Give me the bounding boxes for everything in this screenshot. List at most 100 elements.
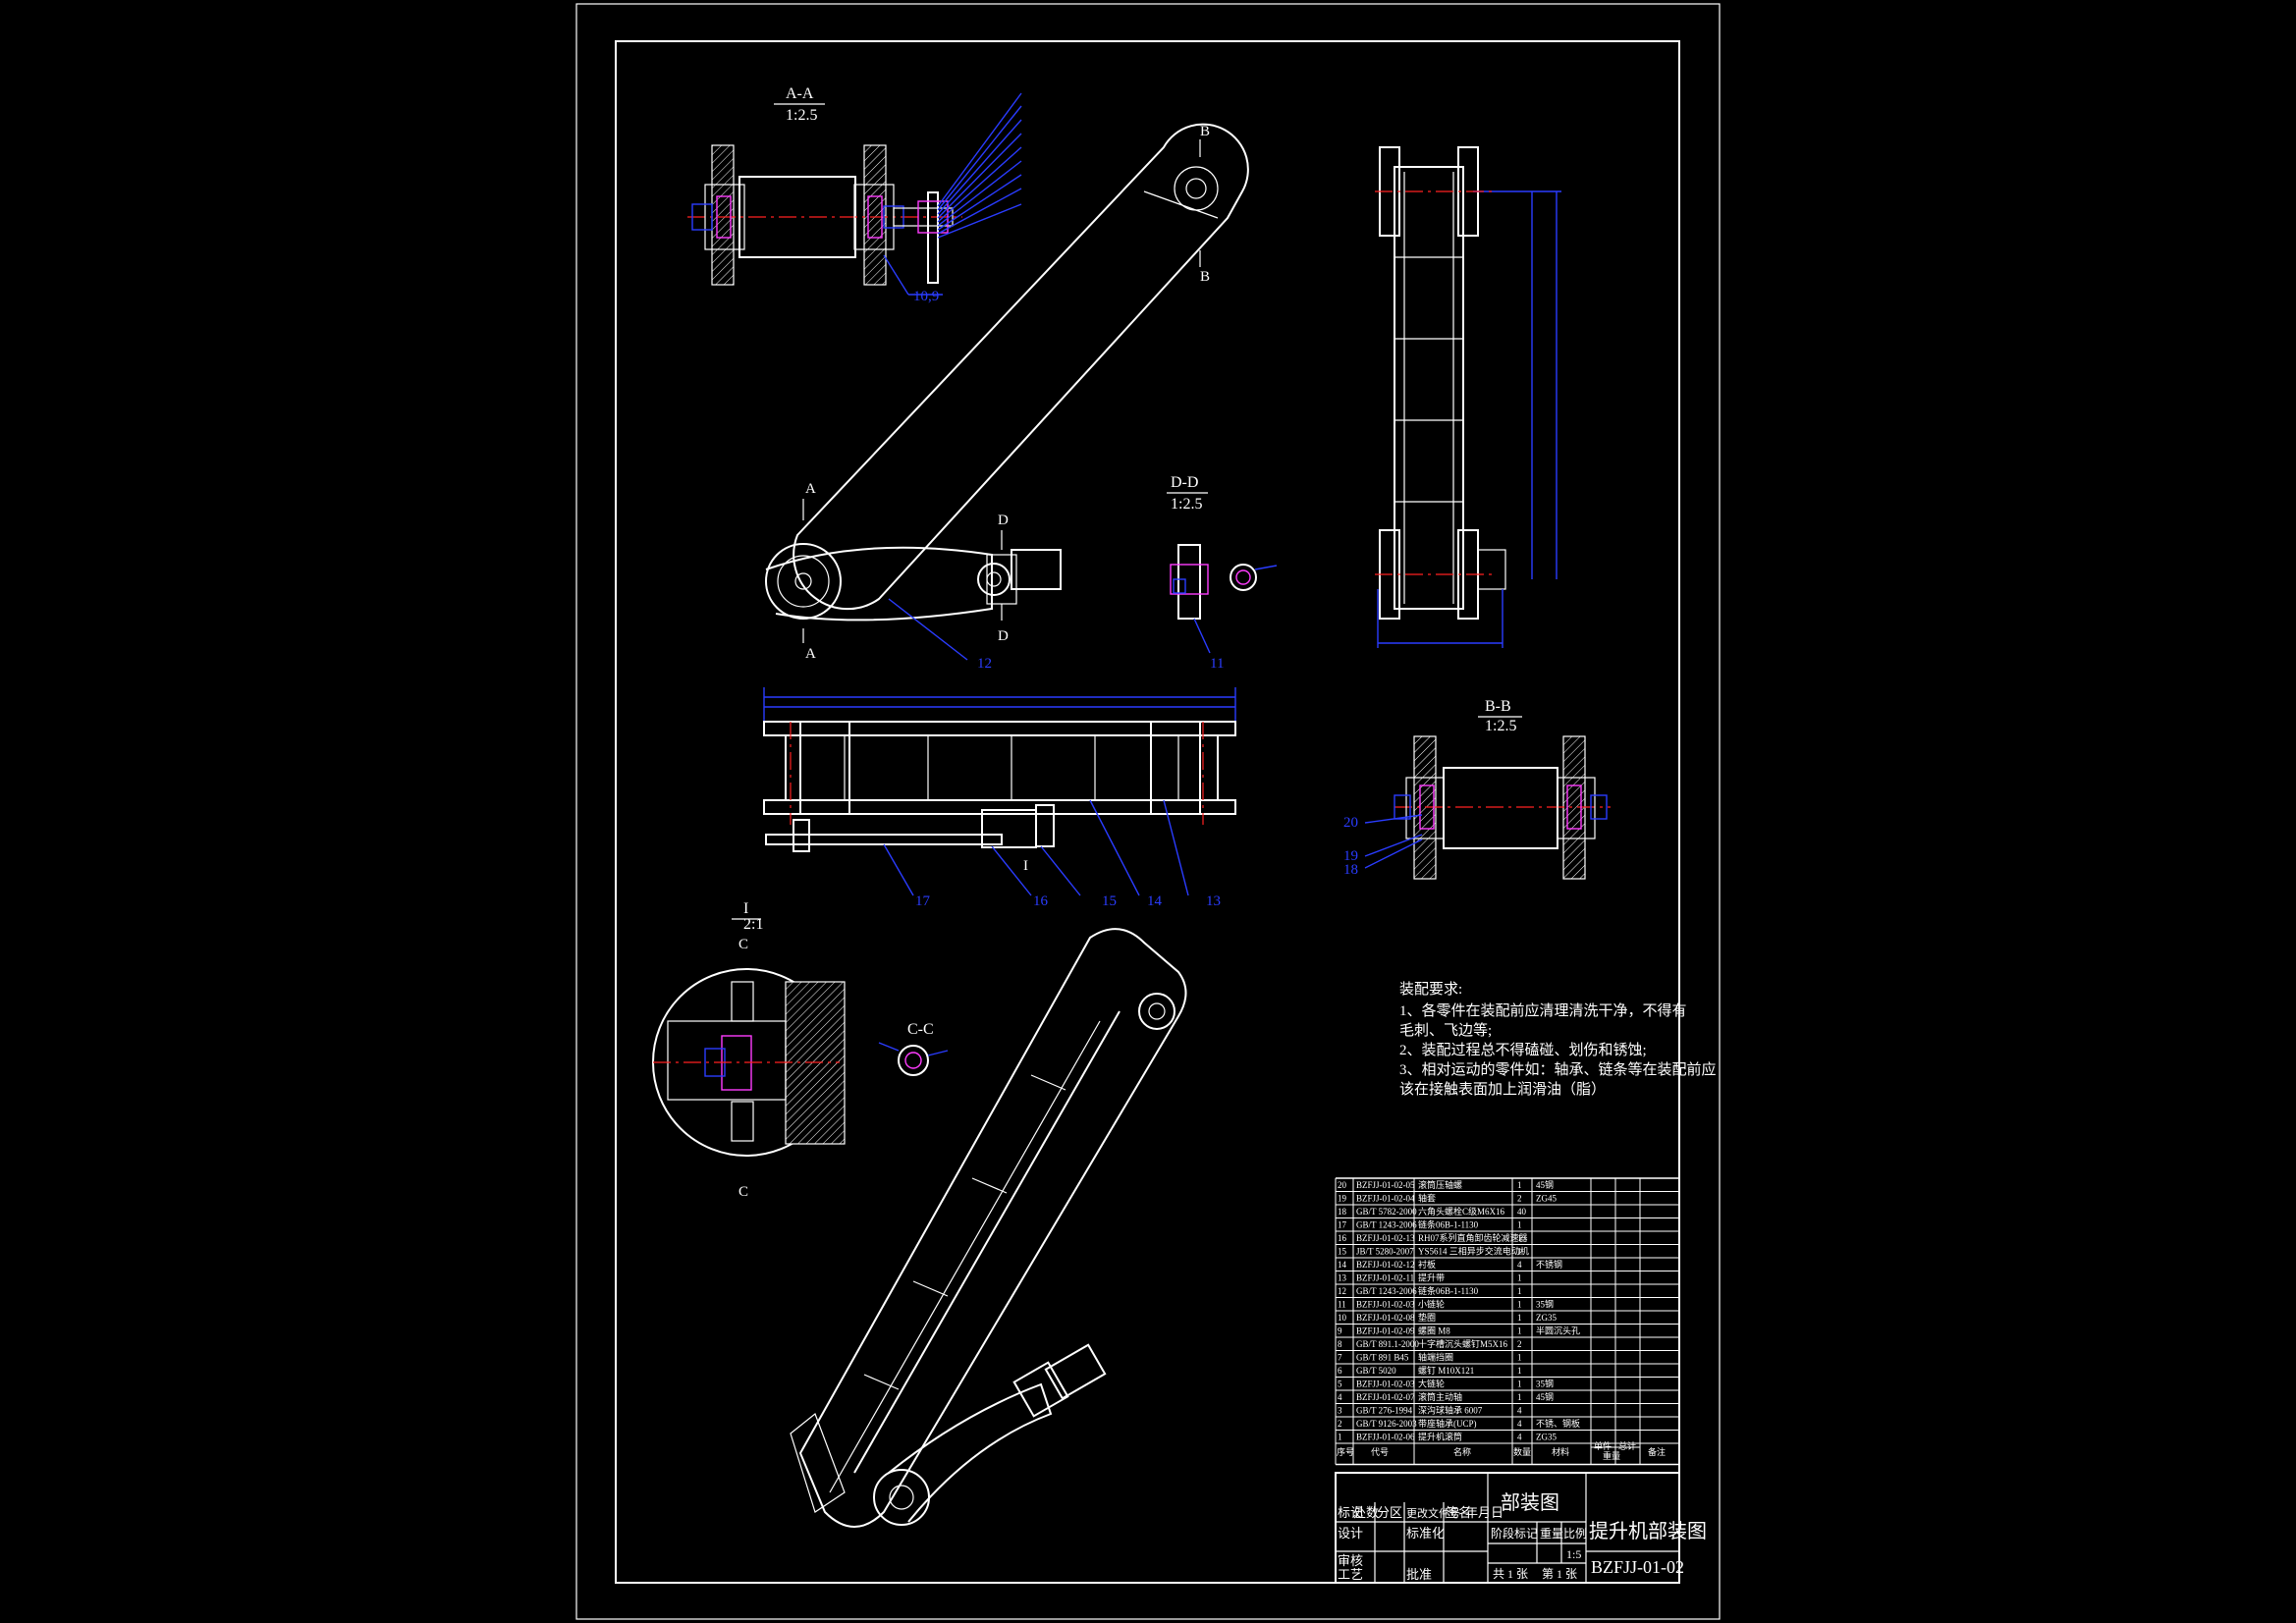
bom-header-material: 材料 xyxy=(1552,1446,1569,1457)
bom-row-qty: 2 xyxy=(1517,1339,1522,1349)
bom-row-code: JB/T 5280-2007 xyxy=(1356,1247,1414,1257)
view-aa-name: A-A xyxy=(786,85,814,102)
bom-row-no: 1 xyxy=(1338,1433,1342,1442)
bom-row-name: 链条06B-1-1130 xyxy=(1418,1219,1479,1230)
tb-zone: 分区 xyxy=(1377,1505,1402,1520)
outer-border xyxy=(575,3,1721,1620)
bom-row-code: BZFJJ-01-02-04 xyxy=(1356,1194,1415,1204)
balloon-19: 19 xyxy=(1343,848,1358,864)
tb-scale-label: 比例 xyxy=(1563,1527,1587,1541)
bom-row-qty: 1 xyxy=(1517,1233,1522,1243)
bom-row-code: GB/T 5782-2000 xyxy=(1356,1207,1417,1217)
bom-row-name: 小链轮 xyxy=(1418,1299,1445,1310)
bom-row-name: 螺圈 M8 xyxy=(1418,1326,1450,1336)
bom-row-material: 35钢 xyxy=(1536,1379,1554,1389)
tb-count: 处数 xyxy=(1353,1505,1379,1520)
section-view-cc: C-C xyxy=(878,1021,949,1076)
bom-row-name: 大链轮 xyxy=(1418,1379,1445,1389)
bom-row-name: 轴端挡圈 xyxy=(1418,1352,1453,1363)
balloon-15: 15 xyxy=(1102,893,1117,909)
bom-row-code: BZFJJ-01-02-05 xyxy=(1356,1180,1415,1190)
bom-row-qty: 1 xyxy=(1517,1326,1522,1336)
bom-row-code: BZFJJ-01-02-07 xyxy=(1356,1392,1415,1402)
bom-row-qty: 2 xyxy=(1517,1194,1522,1204)
section-mark-a-top: A xyxy=(805,481,816,497)
bom-row-qty: 1 xyxy=(1517,1180,1522,1190)
bom-row-code: BZFJJ-01-02-06 xyxy=(1356,1433,1415,1442)
bom-row-qty: 1 xyxy=(1517,1247,1522,1257)
notes-line-1: 1、各零件在装配前应清理清洗干净，不得有 xyxy=(1399,1001,1687,1019)
bom-row-no: 2 xyxy=(1338,1419,1342,1429)
bom-row-no: 5 xyxy=(1338,1380,1342,1389)
tb-stage-mark: 阶段标记 xyxy=(1491,1526,1538,1541)
plan-view: 17 16 15 14 13 I xyxy=(763,687,1236,909)
bom-header-code: 代号 xyxy=(1371,1447,1389,1457)
bom-row-code: GB/T 5020 xyxy=(1356,1366,1396,1376)
detail-mark-i: I xyxy=(1023,858,1028,874)
notes-line-2: 毛刺、飞边等; xyxy=(1399,1021,1492,1039)
bom-row-no: 6 xyxy=(1338,1366,1342,1376)
technical-notes: 装配要求: 1、各零件在装配前应清理清洗干净，不得有 毛刺、飞边等; 2、装配过… xyxy=(1399,981,1717,1098)
bom-row-qty: 4 xyxy=(1517,1260,1522,1270)
tb-process: 工艺 xyxy=(1338,1567,1363,1582)
bom-row-no: 10 xyxy=(1338,1313,1347,1323)
tb-weight: 重量 xyxy=(1540,1527,1563,1541)
bom-row-no: 3 xyxy=(1338,1406,1342,1416)
aa-balloon-label: 10,9 xyxy=(913,289,939,304)
bom-row-name: 十字槽沉头螺钉M5X16 xyxy=(1418,1338,1508,1349)
section-mark-d-top: D xyxy=(998,513,1009,528)
bom-row-material: 45钢 xyxy=(1536,1179,1554,1190)
bom-header-unit: 单件 xyxy=(1594,1440,1612,1451)
balloon-16: 16 xyxy=(1033,893,1049,909)
bom-row-qty: 4 xyxy=(1517,1406,1522,1416)
bom-row-name: 六角头螺栓C级M6X16 xyxy=(1418,1206,1505,1217)
inner-border xyxy=(615,40,1680,1584)
bom-row-name: 深沟球轴承 6007 xyxy=(1418,1405,1483,1416)
bom-row-code: BZFJJ-01-02-03 xyxy=(1356,1300,1415,1310)
bom-row-material: 35钢 xyxy=(1536,1299,1554,1310)
isometric-view xyxy=(790,928,1187,1528)
bom-header-total: 总计 xyxy=(1618,1440,1636,1451)
tb-scale-value: 1:5 xyxy=(1566,1547,1581,1561)
bom-row-no: 4 xyxy=(1338,1392,1342,1402)
bom-row-no: 8 xyxy=(1338,1339,1342,1349)
section-view-aa: A-A 1:2.5 xyxy=(687,85,1022,304)
bom-row-qty: 4 xyxy=(1517,1419,1522,1429)
bom-row-no: 14 xyxy=(1338,1260,1347,1270)
view-dd-scale: 1:2.5 xyxy=(1171,496,1202,513)
bom-row-no: 9 xyxy=(1338,1326,1342,1336)
bom-row-qty: 1 xyxy=(1517,1300,1522,1310)
notes-title: 装配要求: xyxy=(1399,981,1462,998)
tb-design: 设计 xyxy=(1338,1526,1363,1541)
bom-row-material: ZG35 xyxy=(1536,1433,1557,1442)
bom-row-material: ZG35 xyxy=(1536,1313,1557,1323)
bom-row-qty: 1 xyxy=(1517,1366,1522,1376)
bom-row-qty: 1 xyxy=(1517,1380,1522,1389)
bom-row-qty: 1 xyxy=(1517,1286,1522,1296)
notes-line-5: 该在接触表面加上润滑油（脂） xyxy=(1399,1081,1606,1098)
balloon-14: 14 xyxy=(1147,893,1163,909)
bom-row-code: GB/T 1243-2006 xyxy=(1356,1220,1417,1230)
bom-row-material: 半圆沉头孔 xyxy=(1536,1325,1580,1336)
bom-row-name: 轴套 xyxy=(1418,1193,1436,1204)
tb-drawing-no: BZFJJ-01-02 xyxy=(1591,1557,1684,1577)
bom-header-weight: 重量 xyxy=(1603,1450,1620,1461)
balloon-20: 20 xyxy=(1343,815,1358,831)
bom-row-name: 衬板 xyxy=(1418,1259,1436,1270)
tb-sheet-no: 第 1 张 xyxy=(1542,1567,1577,1581)
tb-title: 提升机部装图 xyxy=(1589,1520,1707,1542)
bom-row-no: 11 xyxy=(1338,1300,1346,1310)
view-cc-name: C-C xyxy=(907,1021,934,1038)
bom-row-no: 13 xyxy=(1338,1273,1347,1283)
bom-row-name: 链条06B-1-1130 xyxy=(1418,1285,1479,1296)
bom-row-no: 12 xyxy=(1338,1286,1346,1296)
tb-mark: 标记 xyxy=(1338,1505,1363,1520)
bom-row-material: 不锈钢 xyxy=(1536,1259,1562,1270)
section-mark-c-bottom: C xyxy=(738,1184,748,1200)
notes-line-4: 3、相对运动的零件如：轴承、链条等在装配前应 xyxy=(1399,1060,1717,1078)
tb-review: 审核 xyxy=(1338,1553,1363,1568)
side-view-right xyxy=(1375,146,1561,648)
tb-standardize: 标准化 xyxy=(1406,1526,1445,1541)
